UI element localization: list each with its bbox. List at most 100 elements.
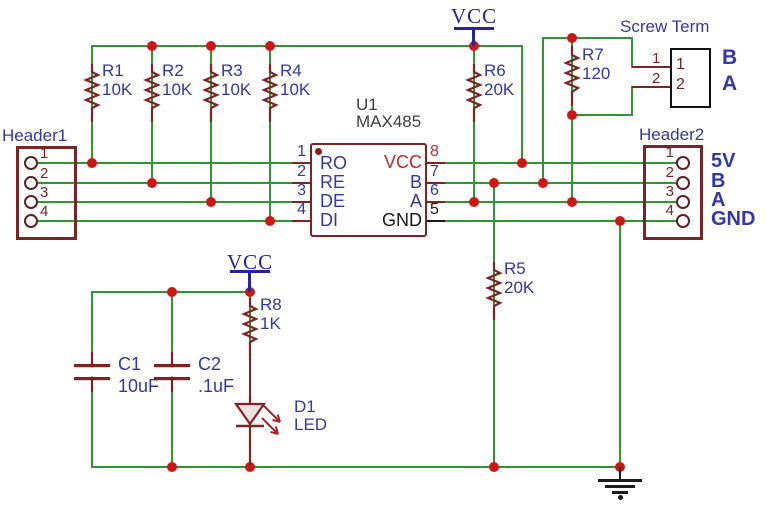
screw-term-outer-pin1-number: 1 <box>652 50 661 67</box>
resistor-r6-ref: R6 <box>484 61 506 80</box>
resistor-r1-symbol <box>83 64 101 122</box>
wire-r3-drop <box>210 45 212 203</box>
header2-pin3-number: 3 <box>665 183 674 200</box>
ic-pin-label-re: RE <box>320 172 346 192</box>
header1-pin4-circle-icon <box>24 214 38 228</box>
junction-dot <box>206 197 216 207</box>
wire-row-a <box>445 201 676 203</box>
ic-pin-label-gnd: GND <box>382 210 422 230</box>
junction-dot <box>147 178 157 188</box>
junction-dot <box>265 41 275 51</box>
ic-pin4-number: 4 <box>297 201 306 218</box>
resistor-r2-ref: R2 <box>162 61 184 80</box>
header2-pin3-circle-icon <box>676 195 690 209</box>
wire-row3-left <box>38 201 292 203</box>
resistor-r2-symbol <box>143 64 161 122</box>
resistor-r7-symbol <box>563 46 581 106</box>
ic-pin1-number: 1 <box>297 143 306 160</box>
junction-dot <box>245 287 255 297</box>
capacitor-c2-value: .1uF <box>198 376 235 396</box>
vcc-led-stem-icon <box>248 270 251 292</box>
junction-dot <box>517 158 527 168</box>
stub-pin5 <box>427 220 445 222</box>
resistor-r3-value: 10K <box>221 80 252 99</box>
ground-dot-icon <box>618 495 623 500</box>
screw-term-label: Screw Term <box>620 17 710 36</box>
junction-dot <box>469 41 479 51</box>
header2-pin2-circle-icon <box>676 176 690 190</box>
junction-dot <box>567 33 577 43</box>
ic-pin-label-di: DI <box>320 210 338 230</box>
ic-pin-label-vcc: VCC <box>383 152 422 172</box>
wire-r7-to-a <box>571 37 573 203</box>
ic-pin-label-b: B <box>409 172 422 192</box>
led-d1-symbol <box>233 396 267 466</box>
ground-bar2-icon <box>605 485 635 488</box>
resistor-r8-value: 1K <box>260 314 281 333</box>
ic-body <box>310 143 427 237</box>
ic-pin6-number: 6 <box>430 182 439 199</box>
header2-net-b: B <box>711 170 726 192</box>
resistor-r3-symbol <box>202 64 220 122</box>
junction-dot <box>469 197 479 207</box>
ground-bar1-icon <box>598 479 642 482</box>
ic-pin5-number: 5 <box>430 201 439 218</box>
resistor-r6-symbol <box>465 64 483 122</box>
wire-top-rail <box>92 45 522 47</box>
capacitor-c2-symbol <box>152 352 192 392</box>
led-d1-ref: D1 <box>294 397 316 416</box>
header1-pin4-number: 4 <box>40 203 49 220</box>
wire-screw-pin1-drop <box>631 37 633 68</box>
wire-screw-pin2-drop <box>631 86 633 116</box>
header2-pin1-circle-icon <box>676 156 690 170</box>
header2-body <box>643 145 703 240</box>
wire-r7-top <box>543 37 632 39</box>
junction-dot <box>245 462 255 472</box>
header1-pin2-number: 2 <box>40 165 49 182</box>
resistor-r4-value: 10K <box>280 80 311 99</box>
junction-dot <box>206 41 216 51</box>
ic-pin-label-ro: RO <box>320 153 347 173</box>
ic-part-number: MAX485 <box>356 112 422 131</box>
stub-pin8 <box>427 162 445 164</box>
resistor-r1-ref: R1 <box>102 61 124 80</box>
ic-pin8-number: 8 <box>430 143 439 160</box>
header1-pin3-circle-icon <box>24 195 38 209</box>
resistor-r4-ref: R4 <box>280 61 302 80</box>
header1-body <box>16 146 77 240</box>
ic-pin-label-de: DE <box>320 191 346 211</box>
capacitor-c1-ref: C1 <box>118 354 142 374</box>
wire-row1-left <box>38 162 292 164</box>
junction-dot <box>567 197 577 207</box>
led-emission-arrows-icon <box>261 405 281 435</box>
wire-vcc-to-pin8 <box>521 45 523 164</box>
ground-stem-icon <box>619 467 621 480</box>
wire-ground-rail <box>92 466 621 468</box>
screw-term-outer-pin2-number: 2 <box>652 70 661 87</box>
resistor-r7-ref: R7 <box>582 45 604 64</box>
header1-pin1-number: 1 <box>40 145 49 162</box>
screw-term-net-a: A <box>722 72 738 95</box>
header1-pin1-circle-icon <box>24 156 38 170</box>
header2-label: Header2 <box>639 125 705 144</box>
header2-net-a: A <box>711 189 726 211</box>
resistor-r7-value: 120 <box>582 64 611 83</box>
resistor-r8-ref: R8 <box>260 295 282 314</box>
resistor-r5-ref: R5 <box>504 259 526 278</box>
resistor-r8-symbol <box>241 298 259 356</box>
screw-term-inner-pin2-number: 2 <box>676 76 685 93</box>
header1-pin3-number: 3 <box>40 184 49 201</box>
ic-pin1-marker-icon <box>315 148 322 155</box>
wire-r7-bottom <box>572 114 632 116</box>
wire-row-gnd <box>445 220 676 222</box>
vcc-main-label: VCC <box>451 4 498 28</box>
junction-dot <box>489 462 499 472</box>
resistor-r4-symbol <box>261 64 279 122</box>
wire-r1-drop <box>91 45 93 164</box>
header1-label: Header1 <box>2 126 68 145</box>
wire-gnd-drop <box>619 220 621 468</box>
header1-pin2-circle-icon <box>24 176 38 190</box>
stub-pin7 <box>427 182 445 184</box>
capacitor-c1-value: 10uF <box>118 376 160 396</box>
